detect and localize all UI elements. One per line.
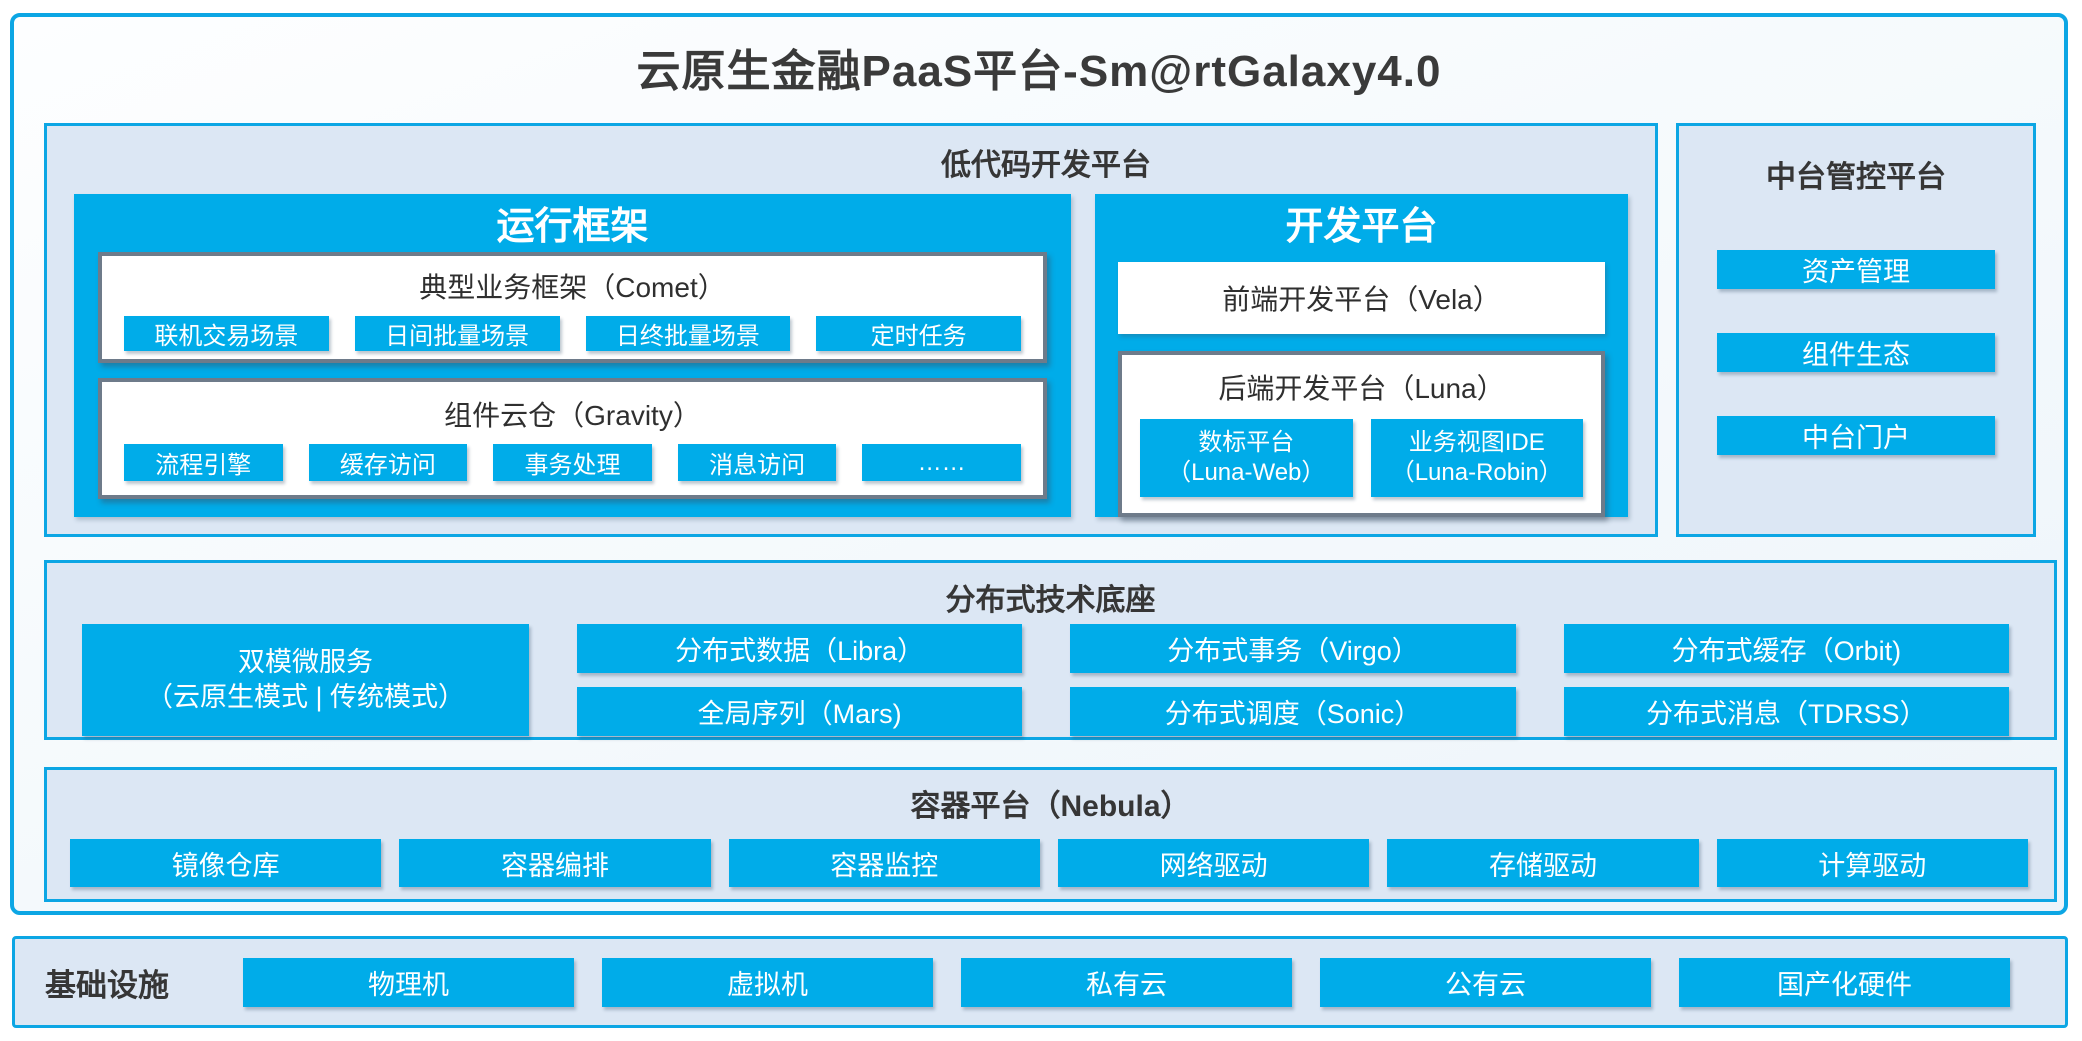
luna-items-row: 数标平台 （Luna-Web） 业务视图IDE （Luna-Robin） (1140, 419, 1583, 497)
lowcode-body: 运行框架 典型业务框架（Comet） 联机交易场景 日间批量场景 日终批量场景 … (74, 194, 1628, 517)
distributed-item-mars: 全局序列（Mars) (577, 687, 1023, 736)
comet-item: 定时任务 (816, 316, 1021, 351)
luna-robin-item: 业务视图IDE （Luna-Robin） (1370, 419, 1583, 497)
section-container-platform: 容器平台（Nebula） 镜像仓库 容器编排 容器监控 网络驱动 存储驱动 计算… (44, 767, 2057, 902)
infra-item-public-cloud: 公有云 (1320, 957, 1651, 1007)
section-infrastructure: 基础设施 物理机 虚拟机 私有云 公有云 国产化硬件 (12, 936, 2068, 1028)
comet-item: 日终批量场景 (585, 316, 791, 351)
gravity-panel: 组件云仓（Gravity） 流程引擎 缓存访问 事务处理 消息访问 …… (98, 378, 1047, 499)
luna-web-item: 数标平台 （Luna-Web） (1140, 419, 1353, 497)
midplatform-items: 资产管理 组件生态 中台门户 (1717, 250, 1995, 455)
luna-web-line1: 数标平台 (1198, 429, 1295, 456)
infra-item-vm: 虚拟机 (602, 957, 933, 1007)
container-item-storage-driver: 存储驱动 (1387, 839, 1699, 887)
platform-outer-container: 云原生金融PaaS平台-Sm@rtGalaxy4.0 低代码开发平台 运行框架 … (10, 13, 2068, 915)
distributed-item-orbit: 分布式缓存（Orbit) (1563, 624, 2009, 673)
infra-item-private-cloud: 私有云 (961, 957, 1292, 1007)
dev-platform-title: 开发平台 (1285, 205, 1438, 248)
luna-panel: 后端开发平台（Luna） 数标平台 （Luna-Web） 业务视图IDE （Lu… (1118, 351, 1605, 517)
comet-panel: 典型业务框架（Comet） 联机交易场景 日间批量场景 日终批量场景 定时任务 (98, 252, 1047, 363)
midplatform-item-ecosystem: 组件生态 (1717, 333, 1995, 372)
luna-robin-line1: 业务视图IDE (1408, 429, 1545, 456)
infrastructure-title: 基础设施 (45, 967, 169, 1003)
vela-panel-title: 前端开发平台（Vela） (1222, 284, 1501, 315)
luna-panel-title: 后端开发平台（Luna） (1218, 373, 1505, 404)
infrastructure-items-row: 物理机 虚拟机 私有云 公有云 国产化硬件 (243, 957, 2010, 1007)
vela-panel: 前端开发平台（Vela） (1118, 262, 1605, 334)
gravity-item: 消息访问 (677, 444, 837, 481)
infra-item-domestic-hardware: 国产化硬件 (1679, 957, 2010, 1007)
container-items-row: 镜像仓库 容器编排 容器监控 网络驱动 存储驱动 计算驱动 (70, 839, 2028, 887)
gravity-item: 流程引擎 (124, 444, 283, 481)
gravity-panel-title: 组件云仓（Gravity） (444, 400, 701, 431)
distributed-item-libra: 分布式数据（Libra） (577, 624, 1023, 673)
distributed-grid: 双模微服务 （云原生模式 | 传统模式） 分布式数据（Libra） 分布式事务（… (82, 624, 2009, 736)
container-item-orchestration: 容器编排 (399, 839, 711, 887)
gravity-item: 事务处理 (493, 444, 652, 481)
container-platform-title: 容器平台（Nebula） (910, 790, 1191, 823)
section-distributed-base: 分布式技术底座 双模微服务 （云原生模式 | 传统模式） 分布式数据（Libra… (44, 560, 2057, 740)
midplatform-item-asset: 资产管理 (1717, 250, 1995, 289)
luna-robin-line2: （Luna-Robin） (1390, 459, 1563, 486)
distributed-item-sonic: 分布式调度（Sonic） (1070, 687, 1516, 736)
runtime-framework-box: 运行框架 典型业务框架（Comet） 联机交易场景 日间批量场景 日终批量场景 … (74, 194, 1071, 517)
container-item-compute-driver: 计算驱动 (1716, 839, 2028, 887)
luna-web-line2: （Luna-Web） (1167, 459, 1326, 486)
comet-item: 联机交易场景 (124, 316, 329, 351)
distributed-item-virgo: 分布式事务（Virgo） (1070, 624, 1516, 673)
comet-item: 日间批量场景 (354, 316, 560, 351)
distributed-item-tdrss: 分布式消息（TDRSS） (1563, 687, 2009, 736)
section-lowcode-platform: 低代码开发平台 运行框架 典型业务框架（Comet） 联机交易场景 日间批量场景… (44, 123, 1658, 537)
gravity-item: 缓存访问 (308, 444, 468, 481)
comet-items-row: 联机交易场景 日间批量场景 日终批量场景 定时任务 (124, 316, 1021, 351)
dual-mode-microservice-box: 双模微服务 （云原生模式 | 传统模式） (82, 624, 529, 736)
midplatform-item-portal: 中台门户 (1717, 416, 1995, 455)
section-lowcode-title: 低代码开发平台 (941, 149, 1151, 182)
container-item-network-driver: 网络驱动 (1057, 839, 1370, 887)
gravity-item: …… (862, 444, 1021, 481)
infra-item-physical: 物理机 (243, 957, 574, 1007)
section-midplatform: 中台管控平台 资产管理 组件生态 中台门户 (1676, 123, 2036, 537)
distributed-title: 分布式技术底座 (945, 584, 1156, 617)
midplatform-title: 中台管控平台 (1766, 161, 1946, 194)
gravity-items-row: 流程引擎 缓存访问 事务处理 消息访问 …… (124, 444, 1021, 481)
container-item-registry: 镜像仓库 (70, 839, 382, 887)
dev-platform-box: 开发平台 前端开发平台（Vela） 后端开发平台（Luna） 数标平台 （Lun… (1095, 194, 1628, 517)
dual-mode-line2: （云原生模式 | 传统模式） (145, 682, 466, 712)
comet-panel-title: 典型业务框架（Comet） (419, 272, 726, 303)
container-item-monitoring: 容器监控 (728, 839, 1040, 887)
dual-mode-line1: 双模微服务 (238, 646, 373, 677)
page-title: 云原生金融PaaS平台-Sm@rtGalaxy4.0 (636, 47, 1442, 96)
runtime-framework-title: 运行框架 (496, 205, 649, 248)
